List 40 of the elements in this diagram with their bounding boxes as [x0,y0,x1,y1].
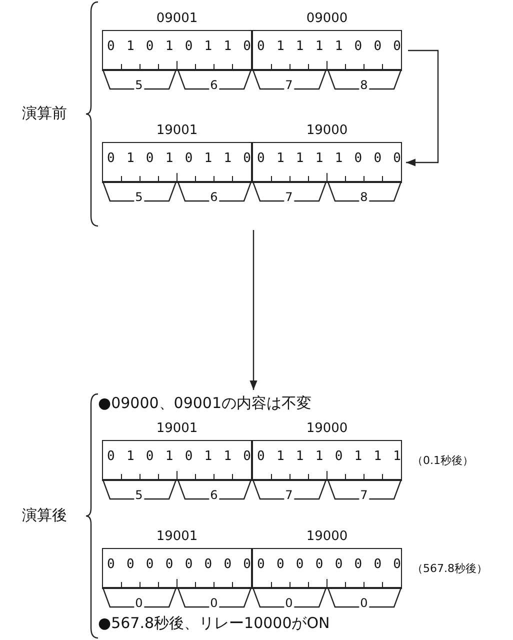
register-address: 19000 [305,528,349,546]
register-address: 19001 [155,420,199,438]
bit-values: 0 1 0 1 0 1 1 0 [107,449,253,465]
bcd-digit: 0 [284,596,294,610]
bit-values: 0 1 1 1 0 1 1 1 [257,449,403,465]
bcd-digit: 7 [284,190,294,204]
bcd-digit: 0 [134,596,144,610]
bit-values: 0 1 1 1 1 0 0 0 [257,39,403,55]
arrow [250,230,258,390]
bcd-digit: 0 [209,596,219,610]
bcd-digit: 7 [284,78,294,92]
group-label: 演算前 [22,104,67,123]
bit-values: 0 0 0 0 0 0 0 0 [257,557,403,573]
register-address: 19001 [155,528,199,546]
group-label: 演算後 [22,506,67,525]
bcd-digit: 5 [134,488,144,502]
bcd-digit: 6 [209,488,219,502]
register-address: 19001 [155,122,199,140]
bcd-digit: 6 [209,190,219,204]
bcd-digit: 8 [359,190,369,204]
register-address: 19000 [305,420,349,438]
time-note: （0.1秒後） [412,453,474,468]
bit-values: 0 1 1 1 1 0 0 0 [257,151,403,167]
arrow [406,50,439,166]
bcd-digit: 6 [209,78,219,92]
note-text: ●09000、09001の内容は不変 [98,394,312,413]
register-address: 09000 [305,10,349,28]
note-text: ●567.8秒後、リレー10000がON [98,614,330,633]
bit-values: 0 0 0 0 0 0 0 0 [107,557,253,573]
register-address: 19000 [305,122,349,140]
bcd-digit: 5 [134,190,144,204]
bcd-digit: 8 [359,78,369,92]
time-note: （567.8秒後） [412,561,488,576]
bit-values: 0 1 0 1 0 1 1 0 [107,151,253,167]
bcd-digit: 7 [359,488,369,502]
bit-values: 0 1 0 1 0 1 1 0 [107,39,253,55]
bcd-digit: 5 [134,78,144,92]
register-address: 09001 [155,10,199,28]
bcd-digit: 0 [359,596,369,610]
bcd-digit: 7 [284,488,294,502]
